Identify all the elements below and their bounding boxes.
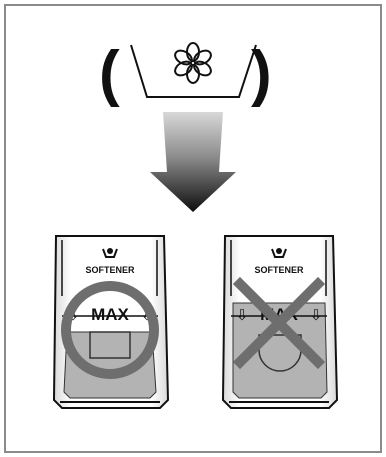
softener-label: SOFTENER <box>85 265 135 275</box>
drain-slot <box>89 331 131 359</box>
max-down-arrow-icon: ⇩ <box>310 307 323 324</box>
drawer-correct: SOFTENER ⇩ MAX ⇩ <box>52 235 170 409</box>
max-down-arrow-icon: ⇩ <box>236 307 249 324</box>
flower-icon <box>174 42 212 84</box>
left-paren: ( <box>99 39 120 108</box>
drawer-inner-walls <box>230 240 327 296</box>
max-label: MAX <box>91 305 129 324</box>
liquid-fill <box>232 302 328 399</box>
down-arrow-icon <box>150 112 236 212</box>
correct-circle-mark <box>61 281 159 379</box>
right-paren: ) <box>251 39 272 108</box>
softener-label: SOFTENER <box>254 265 304 275</box>
drawer-incorrect: SOFTENER ⇩ MAX ⇩ <box>221 235 339 409</box>
drawer-inner-walls <box>61 240 158 296</box>
incorrect-cross-mark <box>232 276 326 370</box>
softener-small-icon <box>271 248 287 258</box>
softener-symbol: ( ) <box>99 39 272 108</box>
drain-slot <box>258 334 302 372</box>
softener-small-icon <box>102 248 118 258</box>
container-outline <box>130 44 257 98</box>
